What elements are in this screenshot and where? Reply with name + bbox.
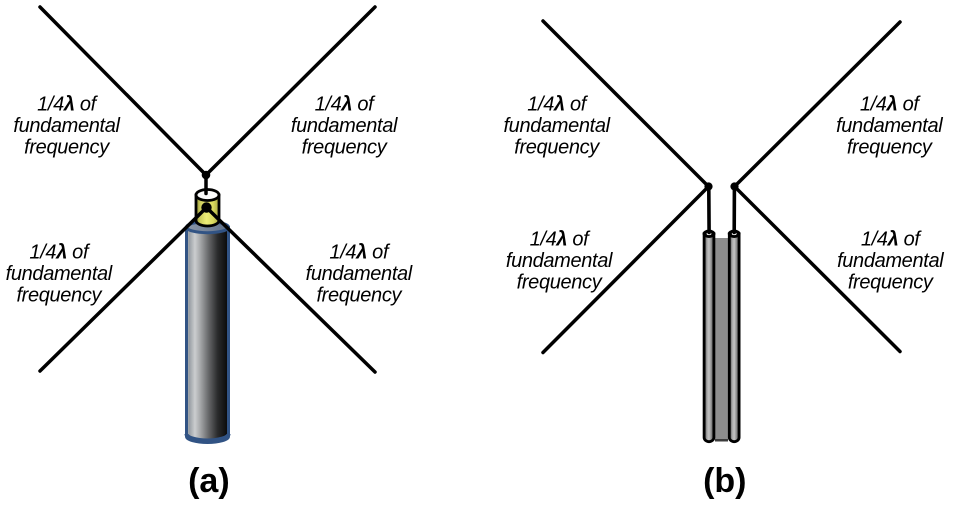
svg-text:frequency: frequency [24, 137, 110, 159]
svg-text:1/4λ of: 1/4λ of [37, 94, 99, 116]
svg-text:1/4λ of: 1/4λ of [527, 94, 589, 116]
svg-text:frequency: frequency [514, 137, 600, 159]
svg-text:frequency: frequency [517, 272, 603, 294]
svg-text:fundamental: fundamental [837, 250, 944, 272]
svg-text:1/4λ of: 1/4λ of [29, 242, 91, 264]
svg-text:frequency: frequency [847, 137, 933, 159]
svg-text:(a): (a) [188, 462, 230, 500]
svg-text:fundamental: fundamental [6, 263, 113, 285]
svg-text:frequency: frequency [848, 272, 934, 294]
svg-text:frequency: frequency [316, 285, 402, 307]
svg-text:fundamental: fundamental [13, 115, 120, 137]
svg-text:1/4λ of: 1/4λ of [530, 229, 592, 251]
svg-text:frequency: frequency [302, 137, 388, 159]
svg-text:1/4λ of: 1/4λ of [315, 94, 377, 116]
svg-text:fundamental: fundamental [836, 115, 943, 137]
svg-text:(b): (b) [703, 462, 746, 500]
svg-text:1/4λ of: 1/4λ of [861, 229, 923, 251]
svg-text:fundamental: fundamental [503, 115, 610, 137]
svg-text:fundamental: fundamental [291, 115, 398, 137]
svg-text:fundamental: fundamental [306, 263, 413, 285]
svg-text:1/4λ of: 1/4λ of [329, 242, 391, 264]
svg-text:frequency: frequency [16, 285, 102, 307]
svg-text:1/4λ of: 1/4λ of [860, 94, 922, 116]
svg-text:fundamental: fundamental [506, 250, 613, 272]
